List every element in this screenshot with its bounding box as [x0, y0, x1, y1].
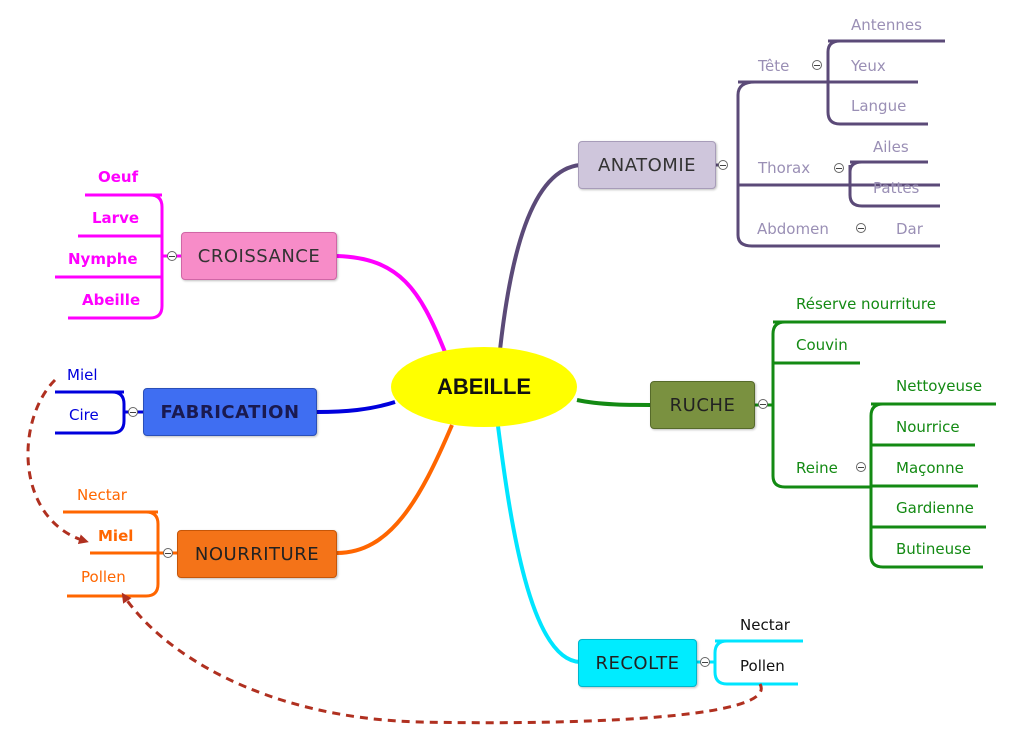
collapse-toggle-thorax[interactable] [834, 163, 844, 173]
relation-arrow-pollen [121, 592, 763, 725]
topic-nymphe[interactable]: Nymphe [68, 250, 138, 268]
nourriture-subtree [63, 510, 177, 598]
topic-thorax[interactable]: Thorax [758, 159, 811, 177]
node-recolte[interactable]: RECOLTE [578, 639, 697, 687]
collapse-toggle-croissance[interactable] [167, 251, 177, 261]
topic-langue[interactable]: Langue [851, 97, 907, 115]
link-croissance [336, 254, 447, 353]
topic-nettoyeuse[interactable]: Nettoyeuse [896, 377, 983, 395]
topic-pattes[interactable]: Pattes [873, 179, 920, 197]
topic-tete[interactable]: Tête [758, 57, 790, 75]
topic-pollen-nourriture[interactable]: Pollen [81, 568, 126, 586]
node-nourriture[interactable]: NOURRITURE [177, 530, 337, 578]
node-croissance[interactable]: CROISSANCE [181, 232, 337, 280]
topic-pollen-recolte[interactable]: Pollen [740, 657, 785, 675]
topic-couvin[interactable]: Couvin [796, 336, 848, 354]
topic-nectar-nourriture[interactable]: Nectar [77, 486, 127, 504]
collapse-toggle-tete[interactable] [812, 60, 822, 70]
link-recolte [496, 425, 581, 664]
link-nourriture [336, 424, 454, 555]
topic-abeille[interactable]: Abeille [82, 291, 141, 309]
topic-larve[interactable]: Larve [92, 209, 140, 227]
collapse-toggle-abdomen[interactable] [856, 223, 866, 233]
topic-butineuse[interactable]: Butineuse [896, 540, 972, 558]
collapse-toggle-fabrication[interactable] [128, 407, 138, 417]
collapse-toggle-ruche[interactable] [758, 399, 768, 409]
topic-oeuf[interactable]: Oeuf [98, 168, 139, 186]
link-ruche [576, 398, 651, 407]
node-ruche[interactable]: RUCHE [650, 381, 755, 429]
collapse-toggle-recolte[interactable] [700, 657, 710, 667]
topic-miel-fabrication[interactable]: Miel [67, 366, 98, 384]
node-fabrication[interactable]: FABRICATION [143, 388, 317, 436]
anatomie-subtree [716, 39, 945, 248]
topic-ailes[interactable]: Ailes [873, 138, 909, 156]
collapse-toggle-reine[interactable] [856, 462, 866, 472]
collapse-toggle-anatomie[interactable] [718, 160, 728, 170]
topic-gardienne[interactable]: Gardienne [896, 499, 974, 517]
topic-reine[interactable]: Reine [796, 459, 838, 477]
link-anatomie [498, 163, 581, 351]
topic-reserve-nourriture[interactable]: Réserve nourriture [796, 295, 936, 313]
node-anatomie[interactable]: ANATOMIE [578, 141, 716, 189]
topic-yeux[interactable]: Yeux [851, 57, 886, 75]
topic-nourrice[interactable]: Nourrice [896, 418, 960, 436]
topic-miel-nourriture[interactable]: Miel [98, 527, 134, 545]
link-fabrication [316, 400, 396, 414]
topic-dar[interactable]: Dar [896, 220, 923, 238]
topic-antennes[interactable]: Antennes [851, 16, 922, 34]
relation-arrow-miel [26, 378, 89, 545]
topic-nectar-recolte[interactable]: Nectar [740, 616, 790, 634]
topic-cire[interactable]: Cire [69, 406, 99, 424]
collapse-toggle-nourriture[interactable] [163, 548, 173, 558]
topic-abdomen[interactable]: Abdomen [757, 220, 829, 238]
center-node[interactable]: ABEILLE [391, 347, 577, 427]
ruche-subtree [755, 320, 996, 569]
topic-maconne[interactable]: Maçonne [896, 459, 964, 477]
